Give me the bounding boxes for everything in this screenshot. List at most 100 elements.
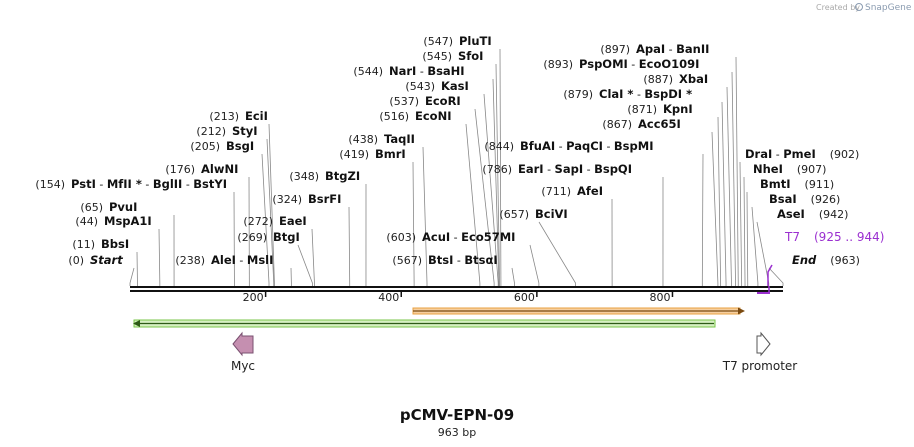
ruler-tick-label: 200 — [243, 291, 264, 304]
site-position: (942) — [819, 208, 849, 221]
site-enzyme-name: ApaI - BanII — [636, 42, 709, 56]
site-enzyme-name: PvuI — [109, 200, 137, 214]
green-orf-arrow[interactable] — [133, 319, 716, 328]
restriction-site[interactable]: (879)ClaI * - BspDI * — [563, 87, 692, 101]
site-position: (907) — [797, 163, 827, 176]
site-leader-line — [739, 161, 743, 286]
site-position: (893) — [543, 58, 573, 71]
restriction-site[interactable]: (567)BtsI - BtsαI — [392, 253, 497, 267]
site-enzyme-name: BmtI — [760, 177, 791, 191]
site-position: (544) — [353, 65, 383, 78]
restriction-site[interactable]: (212)StyI — [196, 124, 257, 138]
t7-primer-hook — [767, 264, 773, 286]
restriction-site[interactable]: (238)AleI - MslI — [175, 253, 273, 267]
site-labels: (0)Start (11)BbsI (44)MspA1I(65)PvuI (154)P… — [35, 34, 859, 267]
site-leader-line — [731, 71, 736, 286]
restriction-site[interactable]: (547)PluTI — [423, 34, 491, 48]
restriction-site[interactable]: (897) ApaI - BanII — [600, 42, 709, 56]
site-enzyme-name: EcoNI — [415, 109, 451, 123]
site-position: (786) — [482, 163, 512, 176]
ruler-tick-label: 400 — [378, 291, 399, 304]
restriction-site[interactable]: (545)SfoI — [422, 49, 483, 63]
site-leader-line — [474, 108, 495, 286]
restriction-site[interactable]: (711)AfeI — [541, 184, 603, 198]
ruler-tick-label: 600 — [514, 291, 535, 304]
site-enzyme-name: BsgI — [226, 139, 254, 153]
restriction-site[interactable]: NheI (907) — [753, 162, 826, 176]
restriction-site[interactable]: BmtI(911) — [760, 177, 834, 191]
restriction-site[interactable]: (205)BsgI — [190, 139, 254, 153]
backbone-top-strand — [130, 286, 783, 288]
site-leader-lines — [129, 48, 784, 286]
orange-orf-arrow[interactable] — [412, 307, 745, 315]
restriction-site[interactable]: (887)XbaI — [643, 72, 708, 86]
backbone-bottom-strand — [130, 290, 783, 292]
restriction-site[interactable]: (0)Start — [68, 253, 123, 267]
restriction-site[interactable]: End(963) — [792, 253, 860, 267]
site-position: (324) — [272, 193, 302, 206]
site-position: (897) — [600, 43, 630, 56]
site-position: (348) — [289, 170, 319, 183]
primer-t7[interactable] — [757, 264, 773, 294]
site-leader-line — [735, 56, 739, 286]
site-leader-line — [266, 138, 275, 286]
restriction-site[interactable]: (213)EciI — [209, 109, 268, 123]
site-leader-line — [701, 153, 704, 286]
t7-primer-label[interactable]: T7 — [784, 230, 800, 244]
site-position: (0) — [68, 254, 84, 267]
restriction-site[interactable]: (657)BciVI — [499, 207, 567, 221]
restriction-site[interactable]: (438)TaqII — [348, 132, 415, 146]
restriction-site[interactable]: (516) EcoNI — [379, 109, 451, 123]
restriction-site[interactable]: (11)BbsI — [72, 237, 129, 251]
site-leader-line — [529, 244, 540, 286]
restriction-site[interactable]: (544)NarI - BsaHI — [353, 64, 464, 78]
restriction-site[interactable]: (65)PvuI — [80, 200, 137, 214]
restriction-site[interactable]: (603)AcuI - Eco57MI — [386, 230, 515, 244]
site-enzyme-name: BbsI — [101, 237, 129, 251]
site-leader-line — [751, 206, 759, 286]
restriction-site[interactable]: (324)BsrFI — [272, 192, 341, 206]
site-position: (871) — [627, 103, 657, 116]
site-leader-line — [129, 267, 135, 286]
site-enzyme-name: PspOMI - EcoO109I — [579, 57, 699, 71]
site-position: (44) — [75, 215, 98, 228]
restriction-site[interactable]: (176)AlwNI — [165, 162, 238, 176]
restriction-site[interactable]: AseI (942) — [777, 207, 848, 221]
restriction-site[interactable]: (844)BfuAI - PaqCI - BspMI — [484, 139, 653, 153]
site-enzyme-name: BtgI — [273, 230, 300, 244]
site-leader-line — [268, 123, 275, 286]
site-enzyme-name: BsaI — [769, 192, 797, 206]
restriction-site[interactable]: (44)MspA1I — [75, 214, 151, 228]
restriction-site[interactable]: (543)KasI — [405, 79, 468, 93]
site-leader-line — [348, 206, 351, 286]
site-enzyme-name: AseI — [777, 207, 805, 221]
site-position: (547) — [423, 35, 453, 48]
site-position: (516) — [379, 110, 409, 123]
feature-myc[interactable]: Myc — [231, 331, 255, 373]
site-enzyme-name: EarI - SapI - BspQI — [518, 162, 632, 176]
restriction-site[interactable]: (867)Acc65I — [602, 117, 680, 131]
restriction-site[interactable]: (154)PstI - MfII * - BglII - BstYI — [35, 177, 227, 191]
feature-t7-promoter[interactable]: T7 promoter — [722, 331, 798, 373]
site-position: (238) — [175, 254, 205, 267]
restriction-site[interactable]: BsaI(926) — [769, 192, 840, 206]
site-leader-line — [495, 63, 500, 286]
site-position: (711) — [541, 185, 571, 198]
restriction-site[interactable]: DraI - PmeI(902) — [745, 147, 859, 161]
plasmid-name: pCMV-EPN-09 — [400, 406, 514, 424]
orange-orf-arrowhead-icon — [738, 307, 745, 315]
restriction-site[interactable]: (786) EarI - SapI - BspQI — [482, 162, 632, 176]
site-leader-line — [711, 131, 719, 286]
sequence-backbone — [130, 286, 783, 292]
restriction-site[interactable]: (537)EcoRI — [389, 94, 460, 108]
restriction-site[interactable]: (269)BtgI — [237, 230, 299, 244]
restriction-site[interactable]: (272)EaeI — [243, 214, 306, 228]
restriction-site[interactable]: (871)KpnI — [627, 102, 692, 116]
restriction-site[interactable]: (419)BmrI — [339, 147, 405, 161]
site-enzyme-name: TaqII — [384, 132, 415, 146]
restriction-site[interactable]: (348)BtgZI — [289, 169, 360, 183]
restriction-site[interactable]: (893) PspOMI - EcoO109I — [543, 57, 699, 71]
site-enzyme-name: NheI — [753, 162, 783, 176]
site-enzyme-name: AlwNI — [201, 162, 238, 176]
